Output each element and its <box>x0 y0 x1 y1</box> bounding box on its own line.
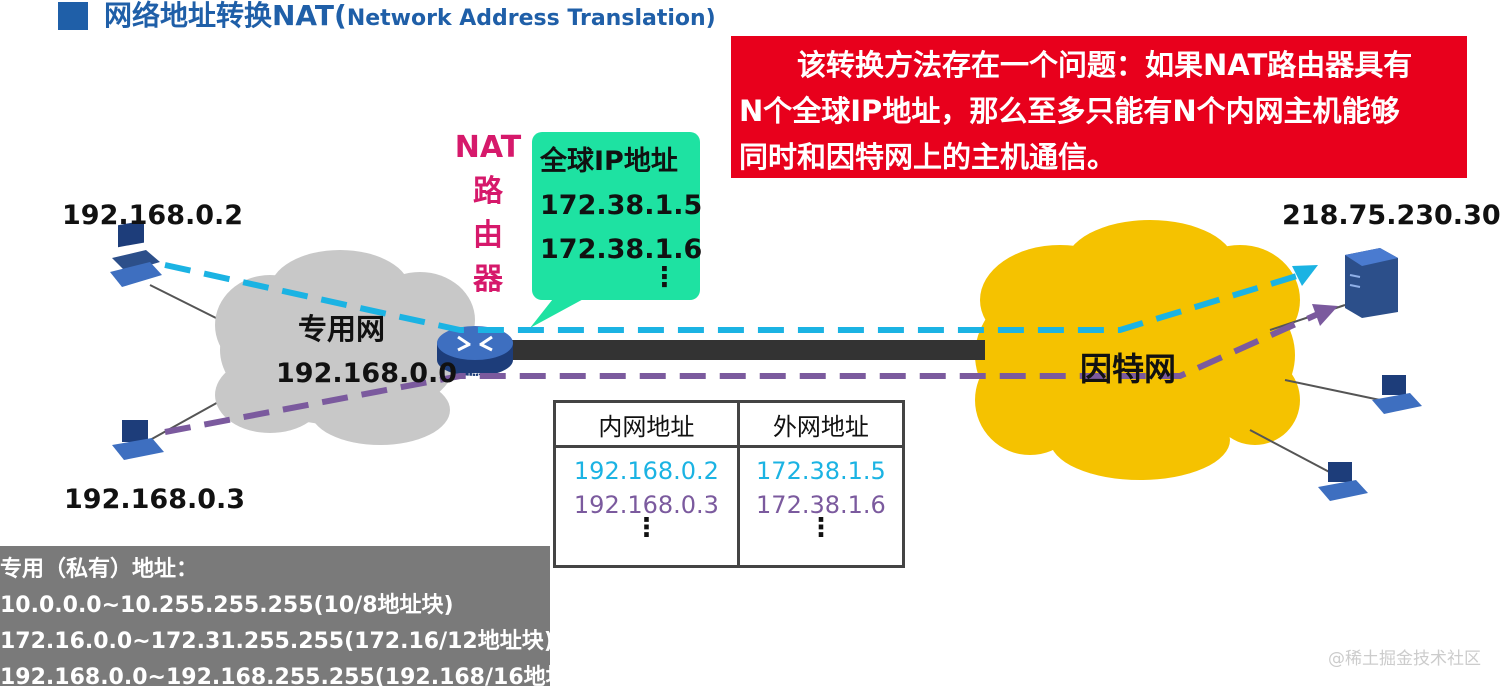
nat-table: 内网地址 外网地址 192.168.0.2 192.168.0.3 ⋮ 172.… <box>553 400 905 568</box>
nat-router-label: NAT 路 由 器 <box>452 126 524 302</box>
table-row: 192.168.0.2 192.168.0.3 ⋮ 172.38.1.5 172… <box>556 446 902 566</box>
title-marker <box>58 2 88 30</box>
nat-label-char1: 路 <box>473 174 503 209</box>
watermark: @稀土掘金技术社区 <box>1328 649 1481 669</box>
global-ip-2: 172.38.1.6 <box>540 234 703 265</box>
router-icon: UTE <box>437 326 513 380</box>
global-ip-1: 172.38.1.5 <box>540 190 703 221</box>
nat-label-nat: NAT <box>454 130 522 165</box>
private-range-item: 192.168.0.0~192.168.255.255(192.168/16地址… <box>0 665 600 690</box>
host2-ip: 192.168.0.3 <box>64 484 246 515</box>
title-cn: 网络地址转换NAT( <box>104 0 347 32</box>
trunk-link <box>505 340 985 360</box>
host2-computer-icon <box>112 420 164 460</box>
table-header-outer: 外网地址 <box>738 403 902 448</box>
nat-label-char2: 由 <box>473 218 503 253</box>
page-title: 网络地址转换NAT(Network Address Translation) <box>104 0 716 34</box>
internet-name: 因特网 <box>1080 350 1177 388</box>
private-ranges-box: 专用（私有）地址： 10.0.0.0~10.255.255.255(10/8地址… <box>0 546 600 690</box>
table-cells-inner: 192.168.0.2 192.168.0.3 ⋮ <box>556 446 740 565</box>
nat-label-char3: 器 <box>473 262 503 297</box>
host4-link <box>1249 429 1336 476</box>
host1-computer-icon <box>110 220 162 287</box>
private-net-name: 专用网 <box>298 312 386 346</box>
flow-host2-arrowhead <box>1312 304 1338 326</box>
server-ip: 218.75.230.30 <box>1282 200 1501 231</box>
flow-host2-arrow <box>164 311 1320 435</box>
note-line-3: 同时和因特网上的主机通信。 <box>739 140 1117 174</box>
global-ip-heading: 全球IP地址 <box>540 146 678 177</box>
note-line-2: N个全球IP地址，那么至多只能有N个内网主机能够 <box>739 94 1400 128</box>
internet-cloud <box>975 220 1300 480</box>
problem-note: 该转换方法存在一个问题：如果NAT路由器具有 N个全球IP地址，那么至多只能有N… <box>731 36 1467 178</box>
private-net-address: 192.168.0.0 <box>276 358 458 389</box>
host4-computer-icon <box>1318 462 1368 501</box>
global-ip-bubble: 全球IP地址 172.38.1.5 172.38.1.6 ⋮ <box>532 132 703 300</box>
table-more: ⋮ <box>807 513 834 543</box>
global-ip-more: ⋮ <box>651 262 678 293</box>
note-line-1: 该转换方法存在一个问题：如果NAT路由器具有 <box>797 48 1413 82</box>
host1-ip: 192.168.0.2 <box>62 200 244 231</box>
host3-link <box>1284 379 1381 401</box>
table-header-inner: 内网地址 <box>556 403 740 448</box>
flow-host1-arrowhead <box>1292 265 1318 286</box>
router-badge: UTE <box>468 372 482 380</box>
server-icon <box>1345 248 1398 318</box>
table-cell: 192.168.0.3 <box>573 491 719 519</box>
flow-host1-arrow <box>164 262 1301 333</box>
private-range-item: 172.16.0.0~172.31.255.255(172.16/12地址块) <box>0 629 554 654</box>
table-header-row: 内网地址 外网地址 <box>556 403 902 448</box>
title-en: Network Address Translation) <box>346 6 716 31</box>
table-more: ⋮ <box>633 513 660 543</box>
table-cell: 192.168.0.2 <box>573 457 719 485</box>
private-range-item: 10.0.0.0~10.255.255.255(10/8地址块) <box>0 593 454 618</box>
host3-computer-icon <box>1372 375 1422 414</box>
table-cells-outer: 172.38.1.5 172.38.1.6 ⋮ <box>738 447 902 566</box>
private-ranges-heading: 专用（私有）地址： <box>0 557 199 582</box>
table-cell: 172.38.1.5 <box>756 457 886 485</box>
table-cell: 172.38.1.6 <box>756 491 886 519</box>
